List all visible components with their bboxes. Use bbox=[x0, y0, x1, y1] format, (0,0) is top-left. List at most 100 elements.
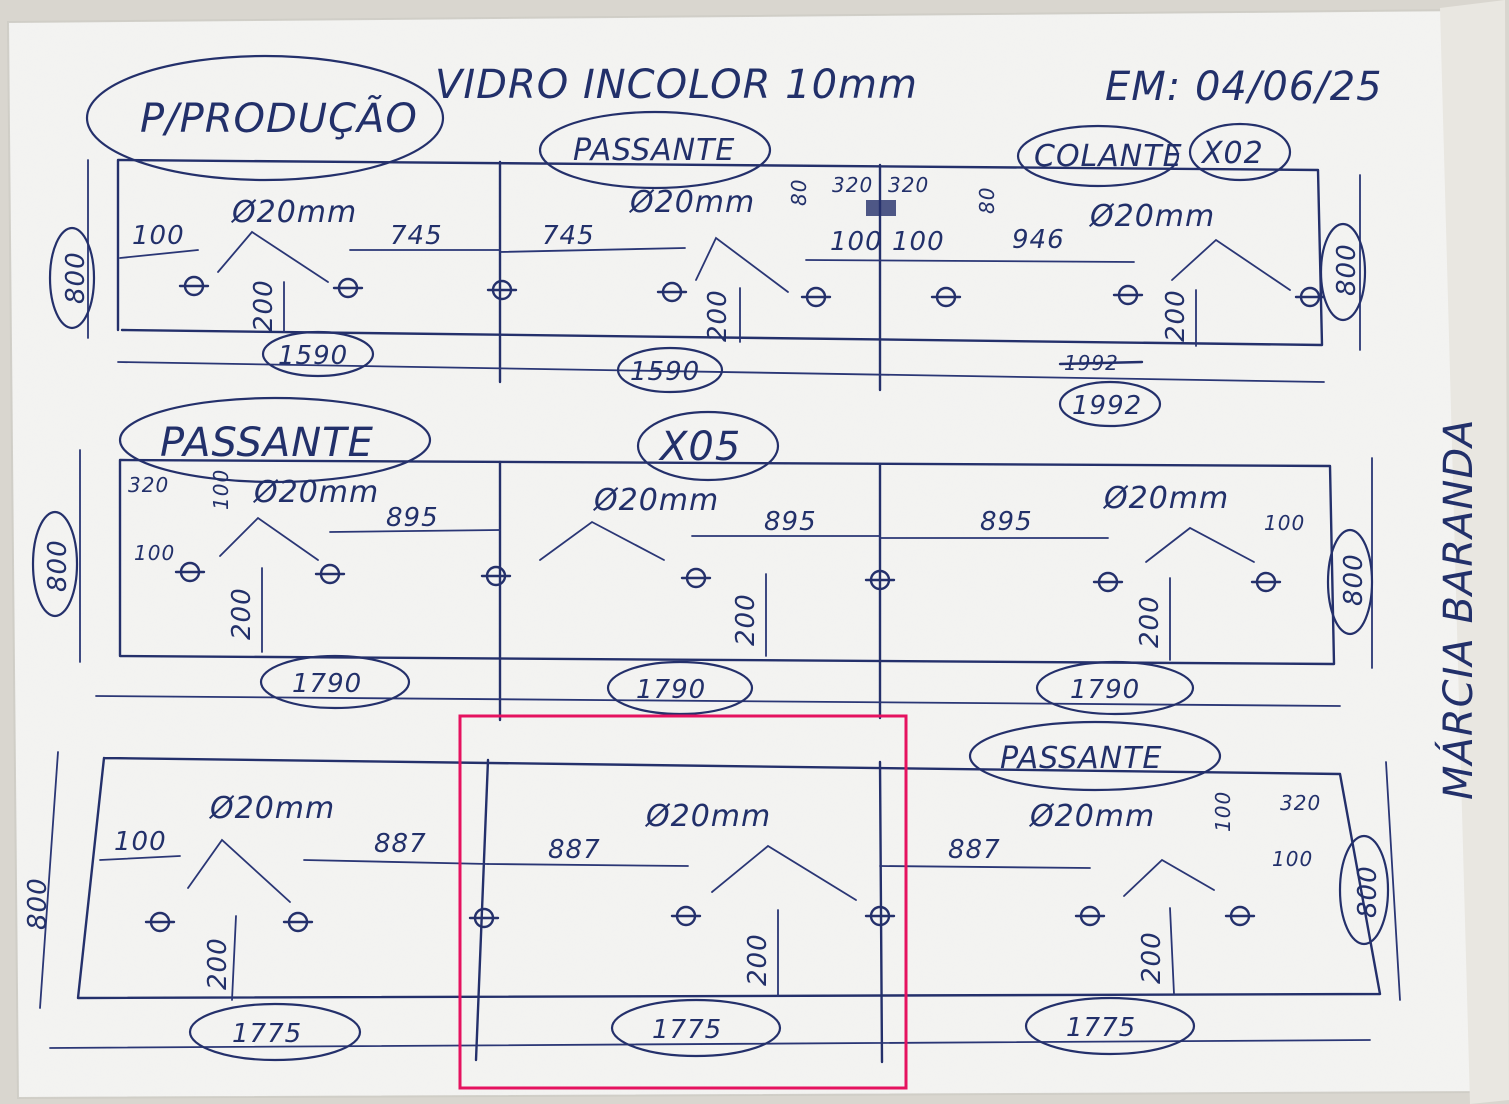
row3-width-line bbox=[49, 1039, 1371, 1049]
row3-width-1: 1775 bbox=[232, 1019, 302, 1049]
row3-spacing-line-1 bbox=[303, 859, 489, 865]
row1-spacing-line-3 bbox=[499, 247, 686, 253]
highlight-box bbox=[458, 714, 908, 1090]
drawing-title: VIDRO INCOLOR 10mm bbox=[435, 62, 918, 108]
row2-hole-label-2: Ø20mm bbox=[592, 483, 719, 518]
row2-v200-a: 200 bbox=[227, 587, 257, 640]
row2-hole-6 bbox=[1092, 571, 1124, 593]
row3-edge-100-a: 100 bbox=[114, 827, 167, 857]
row2-group: PASSANTE X05 800 800 Ø20mm Ø20mm Ø20mm 8… bbox=[31, 396, 1374, 722]
row1-edge-100-b: 100 bbox=[830, 227, 883, 257]
row2-quantity-oval bbox=[636, 410, 780, 482]
drawing-date: EM: 04/06/25 bbox=[1105, 64, 1383, 110]
row1-leader-2 bbox=[695, 236, 789, 293]
row3-edge-100-b: 100 bbox=[1272, 847, 1313, 871]
row3-v200-c: 200 bbox=[1137, 931, 1167, 984]
row3-spacing-line-2 bbox=[487, 863, 689, 867]
row1-hole-label-1: Ø20mm bbox=[230, 195, 357, 230]
row1-spacing-745-a: 745 bbox=[390, 221, 443, 251]
row2-leader-2 bbox=[539, 520, 665, 561]
row2-hole-2 bbox=[314, 563, 346, 585]
row1-quantity-oval bbox=[1188, 122, 1292, 182]
row2-type-oval bbox=[118, 396, 432, 484]
row3-spacing-887-c: 887 bbox=[948, 835, 1001, 865]
row2-edge-100-a: 100 bbox=[134, 541, 175, 565]
row2-hole-label-1: Ø20mm bbox=[252, 475, 379, 510]
row3-spacing-887-a: 887 bbox=[374, 829, 427, 859]
row3-leader-2 bbox=[711, 844, 857, 901]
row1-height-oval bbox=[48, 226, 96, 330]
row1-cut-80-b: 80 bbox=[975, 187, 999, 214]
purpose-oval bbox=[85, 54, 445, 182]
row3-spacing-line-0 bbox=[99, 855, 181, 861]
row3-width-oval-3 bbox=[1024, 996, 1196, 1056]
row3-v200-line-a bbox=[231, 915, 237, 1001]
row3-width-oval-1 bbox=[188, 1002, 362, 1062]
row3-hole-2 bbox=[282, 911, 314, 933]
row3-v200-line-c bbox=[1169, 907, 1175, 995]
row1-right-height: 800 bbox=[1332, 243, 1362, 296]
row1-group: PASSANTE COLANTE X02 800 800 Ø20mm Ø20mm bbox=[48, 110, 1367, 428]
row2-cut-100: 100 bbox=[209, 469, 233, 510]
row3-width-3: 1775 bbox=[1066, 1013, 1136, 1043]
paper-edge-shadow bbox=[1440, 0, 1509, 1104]
row1-leader-3 bbox=[1171, 238, 1291, 291]
row1-hole-4 bbox=[656, 281, 688, 303]
row1-type-oval bbox=[538, 110, 772, 190]
row1-spacing-745-b: 745 bbox=[542, 221, 595, 251]
row3-hole-7 bbox=[1224, 905, 1256, 927]
purpose-label: P/PRODUÇÃO bbox=[140, 94, 418, 142]
row3-v200-a: 200 bbox=[203, 937, 233, 990]
row1-panel-outline bbox=[116, 158, 1324, 347]
row2-spacing-line-1 bbox=[329, 529, 501, 533]
row1-width-oval-3 bbox=[1058, 380, 1162, 428]
row3-hole-6 bbox=[1074, 905, 1106, 927]
row1-v200-c: 200 bbox=[1161, 289, 1191, 342]
row1-hole-label-3: Ø20mm bbox=[1088, 199, 1215, 234]
row1-spacing-line-4 bbox=[805, 259, 1135, 263]
row2-edge-100-b: 100 bbox=[1264, 511, 1305, 535]
row1-spacing-line-1 bbox=[119, 249, 199, 259]
row1-right-height-oval bbox=[1319, 222, 1367, 322]
row3-divider-2 bbox=[878, 760, 884, 1064]
row3-leader-3 bbox=[1123, 858, 1215, 897]
row2-panel-outline bbox=[118, 458, 1336, 666]
row3-hole-4 bbox=[670, 905, 702, 927]
row1-spacing-946: 946 bbox=[1012, 225, 1065, 255]
row2-hole-5 bbox=[864, 569, 896, 591]
row2-width-1: 1790 bbox=[292, 669, 362, 699]
row3-leader-1 bbox=[187, 838, 291, 903]
row2-width-2: 1790 bbox=[636, 675, 706, 705]
row3-hole-1 bbox=[144, 911, 176, 933]
row1-width-oval-2 bbox=[616, 346, 724, 394]
row3-cut-100: 100 bbox=[1211, 791, 1235, 832]
row2-spacing-895-b: 895 bbox=[764, 507, 817, 537]
row1-type-label: PASSANTE bbox=[573, 133, 735, 168]
row2-hole-3 bbox=[480, 565, 512, 587]
paper-texture bbox=[8, 10, 1500, 1098]
row2-width-line bbox=[95, 695, 1341, 707]
row1-width-2: 1590 bbox=[630, 357, 700, 387]
row2-hole-4 bbox=[680, 567, 712, 589]
row2-v200-c: 200 bbox=[1135, 595, 1165, 648]
row1-colante-oval bbox=[1016, 124, 1180, 188]
row2-leader-1 bbox=[219, 516, 319, 561]
row1-hole-5 bbox=[800, 286, 832, 308]
row1-v200-b: 200 bbox=[703, 289, 733, 342]
author-signature: MÁRCIA BARANDA bbox=[1434, 418, 1482, 800]
row1-width-oval-1 bbox=[261, 330, 375, 378]
row1-hole-1 bbox=[178, 275, 210, 297]
row1-hole-label-2: Ø20mm bbox=[628, 185, 755, 220]
row3-hole-label-3: Ø20mm bbox=[1028, 799, 1155, 834]
row3-type-oval bbox=[968, 720, 1222, 792]
row2-hole-label-3: Ø20mm bbox=[1102, 481, 1229, 516]
row1-hole-8 bbox=[1294, 286, 1326, 308]
row3-hole-label-1: Ø20mm bbox=[208, 791, 335, 826]
row2-width-oval-1 bbox=[259, 654, 411, 710]
row2-height: 800 bbox=[43, 539, 73, 592]
row2-width-3: 1790 bbox=[1070, 675, 1140, 705]
row3-right-height-oval bbox=[1338, 834, 1390, 946]
row2-leader-3 bbox=[1145, 526, 1255, 563]
row3-spacing-line-3 bbox=[879, 865, 1091, 869]
